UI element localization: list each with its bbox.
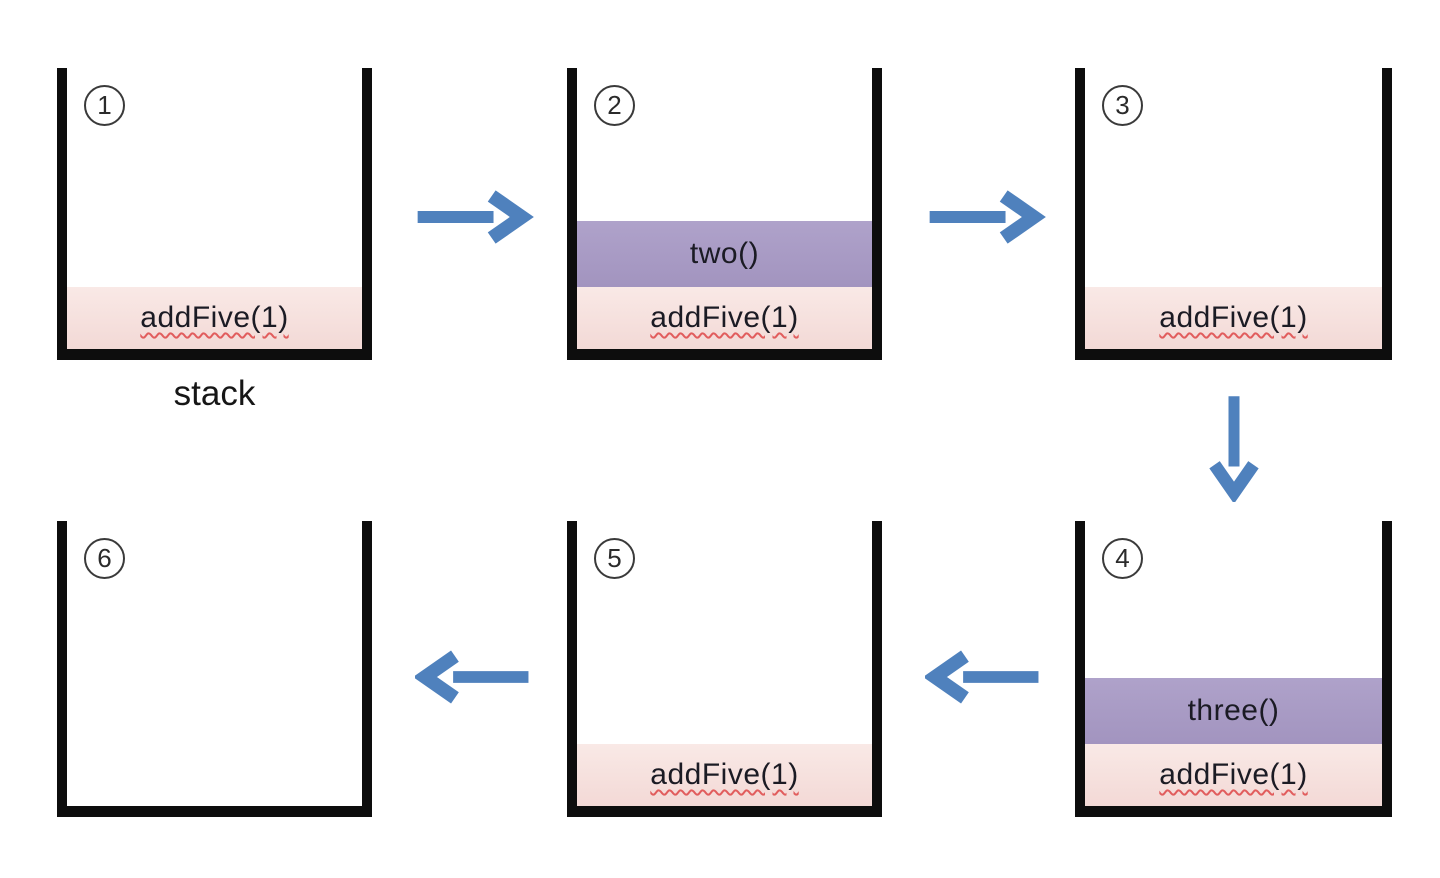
arrow-down-icon <box>1204 392 1264 502</box>
frame-label: two() <box>689 237 760 270</box>
step-number-badge: 6 <box>84 538 125 579</box>
stack-frames: two() addFive(1) <box>577 221 872 349</box>
frame-label: addFive(1) <box>140 301 289 334</box>
arrow-1-to-2 <box>417 190 534 244</box>
step-number-badge: 3 <box>1102 85 1143 126</box>
stack-frames: addFive(1) <box>1085 287 1382 349</box>
step-number: 1 <box>97 90 112 120</box>
step-number-badge: 5 <box>594 538 635 579</box>
arrow-left-icon <box>415 645 533 709</box>
arrow-right-icon <box>922 185 1047 249</box>
arrow-5-to-6 <box>415 650 529 704</box>
arrow-2-to-3 <box>929 190 1046 244</box>
stack-4: 4 three() addFive(1) <box>1075 521 1392 817</box>
step-number: 6 <box>97 543 112 573</box>
stack-6: 6 <box>57 521 372 817</box>
step-number: 5 <box>607 543 622 573</box>
stack-frame: addFive(1) <box>577 287 872 349</box>
frame-label: addFive(1) <box>1159 301 1308 334</box>
arrow-left-icon <box>925 645 1043 709</box>
step-number: 4 <box>1115 543 1130 573</box>
step-number-badge: 4 <box>1102 538 1143 579</box>
arrow-3-to-4 <box>1209 396 1259 502</box>
step-number-badge: 1 <box>84 85 125 126</box>
stack-frames: three() addFive(1) <box>1085 678 1382 806</box>
step-number: 3 <box>1115 90 1130 120</box>
stack-frame: three() <box>1085 678 1382 744</box>
frame-label: addFive(1) <box>650 301 799 334</box>
step-number-badge: 2 <box>594 85 635 126</box>
frame-label: addFive(1) <box>1159 758 1308 791</box>
stack-1: 1 addFive(1) <box>57 68 372 360</box>
stack-frames: addFive(1) <box>577 744 872 806</box>
stack-frame: addFive(1) <box>67 287 362 349</box>
stack-frames: addFive(1) <box>67 287 362 349</box>
stack-frame: addFive(1) <box>577 744 872 806</box>
stack-frame: addFive(1) <box>1085 744 1382 806</box>
arrow-right-icon <box>410 185 535 249</box>
stack-3: 3 addFive(1) <box>1075 68 1392 360</box>
arrow-4-to-5 <box>925 650 1039 704</box>
stack-frame: two() <box>577 221 872 287</box>
stack-2: 2 two() addFive(1) <box>567 68 882 360</box>
frame-label: three() <box>1187 694 1280 727</box>
stack-5: 5 addFive(1) <box>567 521 882 817</box>
stack-caption: stack <box>173 374 256 413</box>
step-number: 2 <box>607 90 622 120</box>
frame-label: addFive(1) <box>650 758 799 791</box>
stack-frame: addFive(1) <box>1085 287 1382 349</box>
